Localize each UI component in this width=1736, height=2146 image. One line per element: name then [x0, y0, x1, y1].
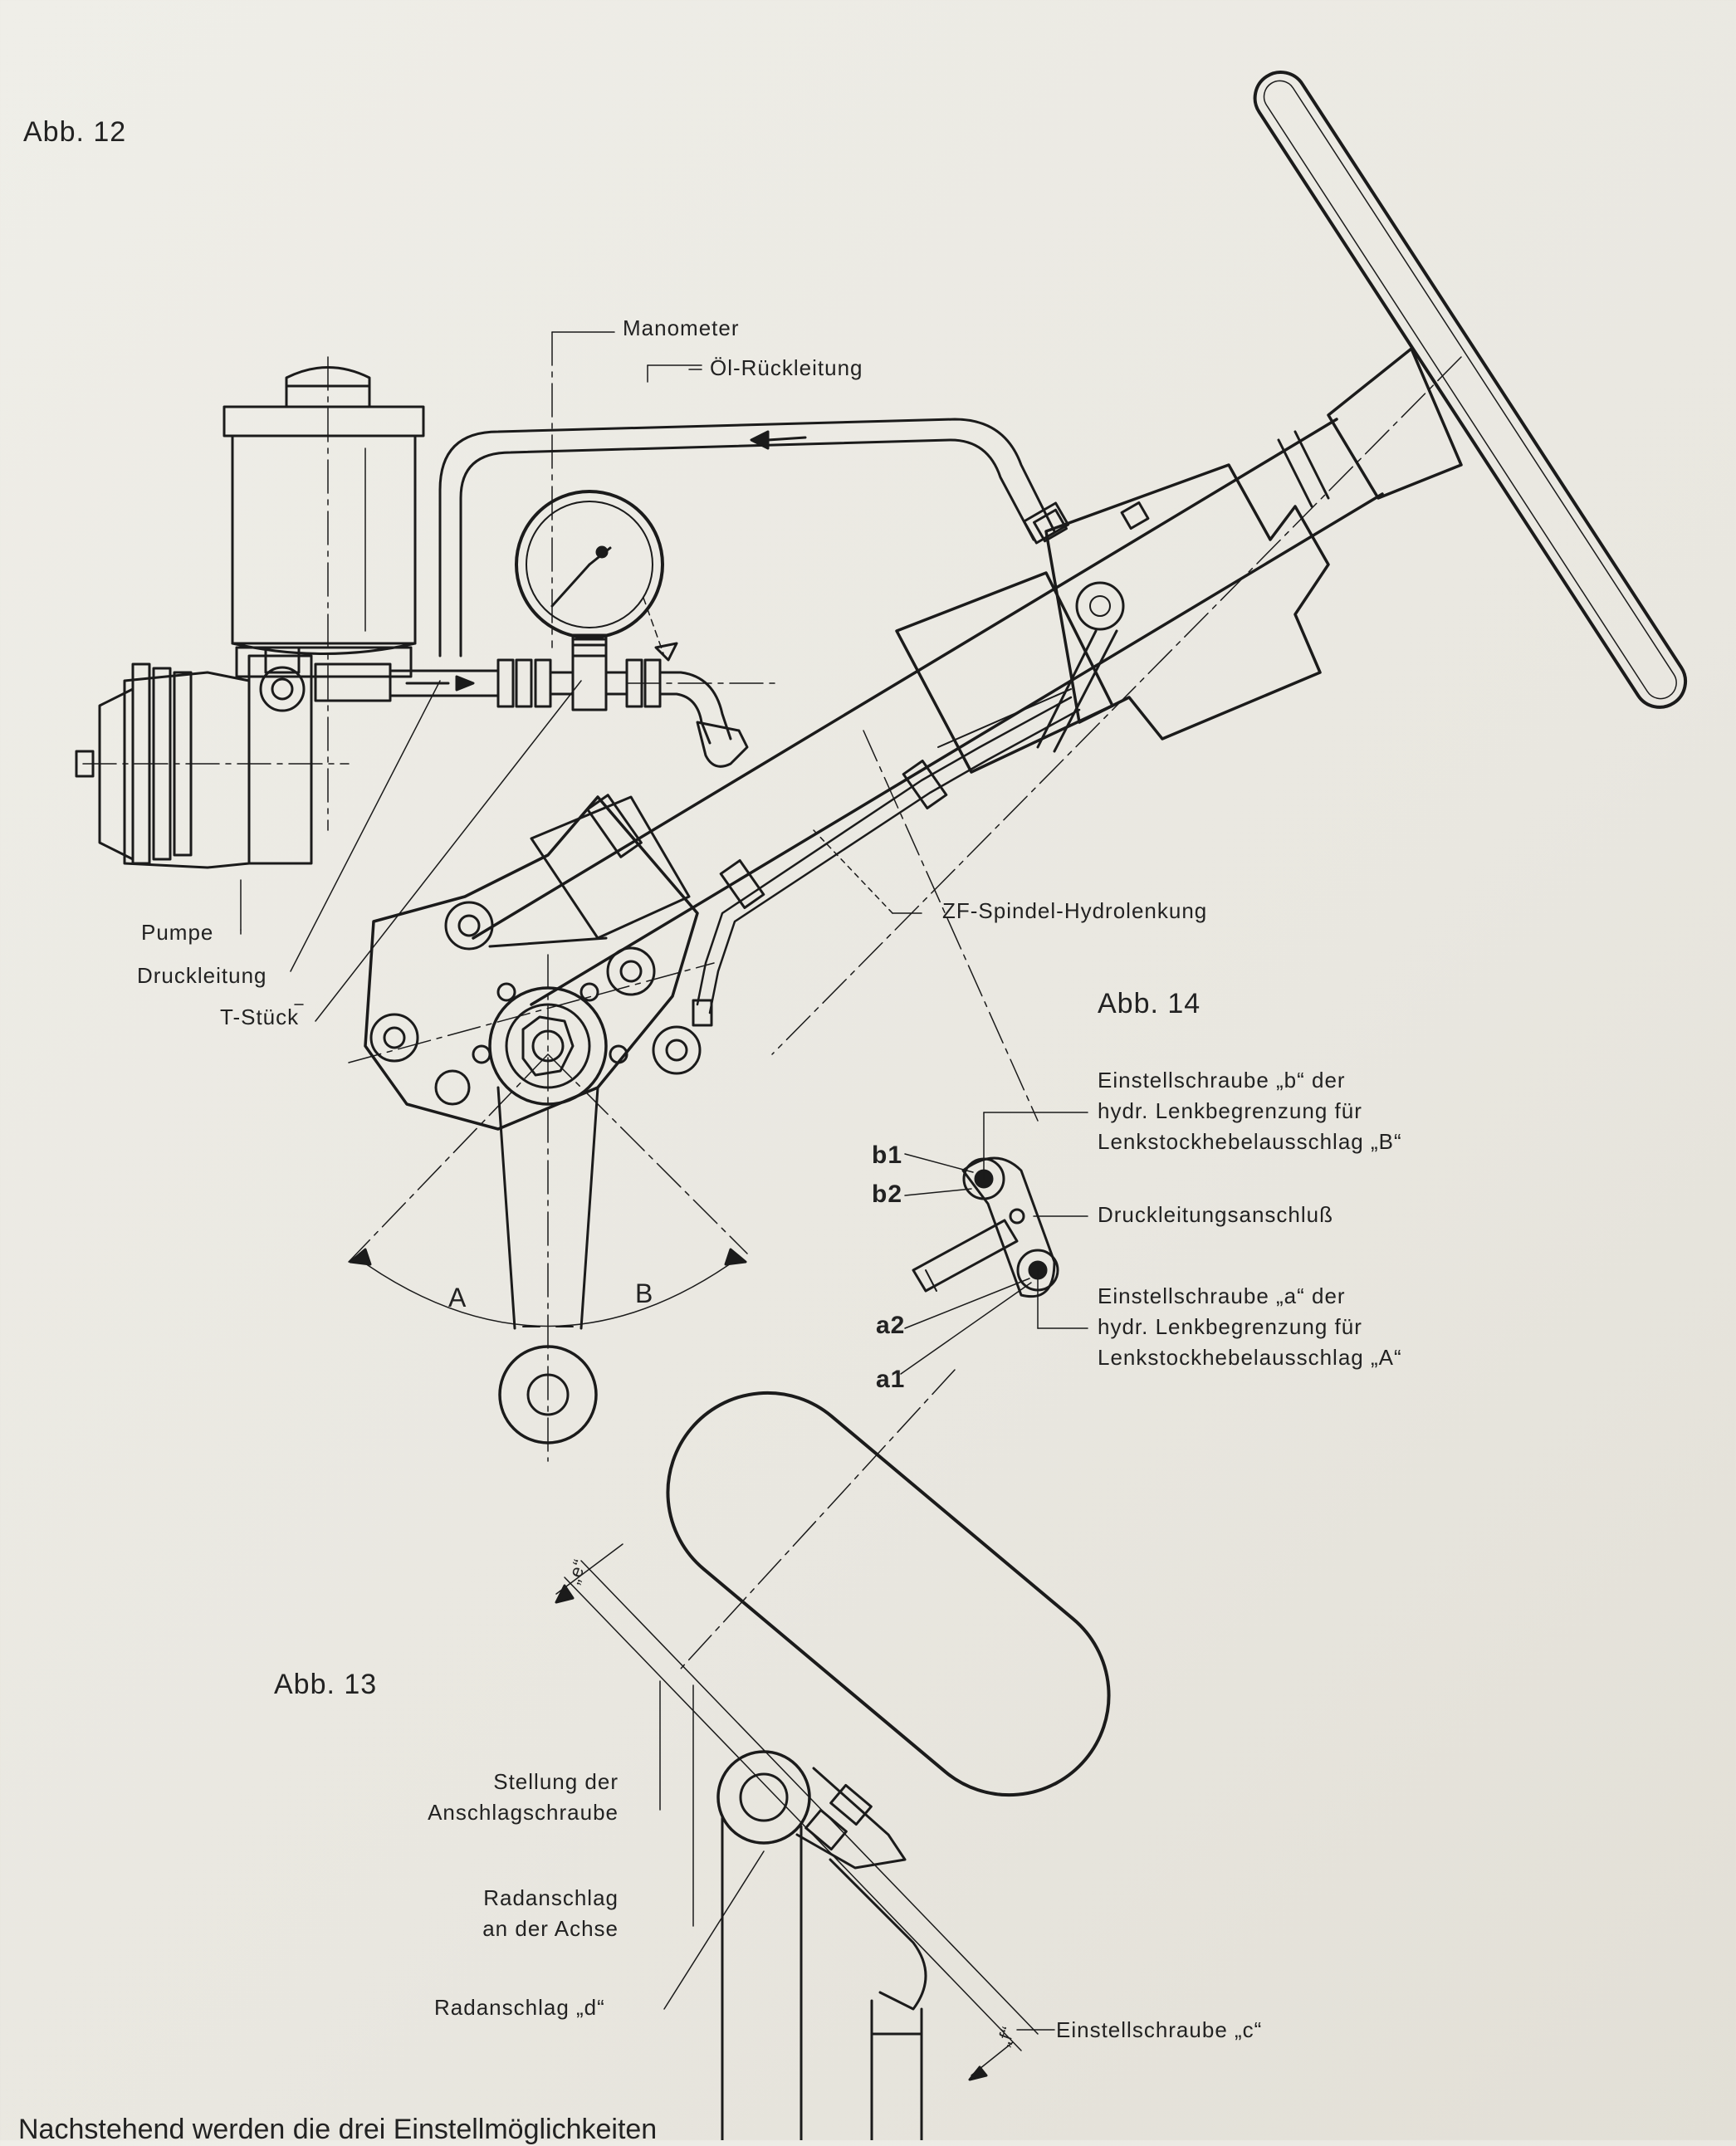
label-t-stueck: T-Stück — [220, 1005, 300, 1029]
valve-housing — [895, 463, 1330, 774]
label-a1: a1 — [876, 1366, 906, 1393]
adjustment-screws — [900, 1112, 1088, 1375]
oil-return-line — [438, 418, 1070, 657]
steering-wheel — [1253, 71, 1688, 709]
label-manometer: Manometer — [623, 315, 740, 340]
label-radanschlag-line-2: an der Achse — [482, 1916, 619, 1941]
label-einstellschraube-c: Einstellschraube „c“ — [1056, 2017, 1263, 2042]
pressure-line — [314, 638, 777, 768]
label-a-line-3: Lenkstockhebelausschlag „A“ — [1098, 1345, 1402, 1370]
label-druckleitung: Druckleitung — [137, 963, 267, 988]
steering-gearbox — [348, 794, 715, 1462]
label-angle-b: B — [635, 1278, 654, 1308]
hydraulic-pipe — [692, 696, 1081, 1027]
label-pumpe: Pumpe — [141, 920, 214, 945]
label-angle-a: A — [448, 1283, 467, 1313]
figure-title-abb12: Abb. 12 — [23, 116, 127, 148]
label-radanschlag-achse: Radanschlag an der Achse — [415, 1883, 619, 1944]
wheel-tyre — [666, 1369, 1111, 1797]
label-b2: b2 — [872, 1181, 903, 1208]
figure-title-abb13: Abb. 13 — [274, 1669, 378, 1700]
label-a2: a2 — [876, 1312, 906, 1339]
steering-knuckle — [555, 1543, 1055, 2140]
figure-title-abb14: Abb. 14 — [1098, 988, 1201, 1019]
label-b-line-3: Lenkstockhebelausschlag „B“ — [1098, 1129, 1402, 1154]
label-a-line-1: Einstellschraube „a“ der — [1098, 1283, 1346, 1308]
label-einstellschraube-a: Einstellschraube „a“ der hydr. Lenkbegre… — [1098, 1281, 1402, 1373]
manometer-gauge — [515, 331, 678, 662]
leader-lines-abb12 — [240, 364, 1039, 1122]
oil-reservoir — [223, 356, 425, 831]
label-zf-spindel: ZF-Spindel-Hydrolenkung — [942, 898, 1208, 923]
label-radanschlag-line-1: Radanschlag — [483, 1885, 619, 1910]
label-b-line-1: Einstellschraube „b“ der — [1098, 1068, 1346, 1093]
label-oel-rueckleitung: Öl-Rückleitung — [710, 355, 863, 380]
label-b-line-2: hydr. Lenkbegrenzung für — [1098, 1098, 1362, 1123]
pitman-arm — [348, 1053, 748, 1445]
label-einstellschraube-b: Einstellschraube „b“ der hydr. Lenkbegre… — [1098, 1065, 1402, 1157]
label-stellung-line-2: Anschlagschraube — [428, 1800, 619, 1825]
label-a-line-2: hydr. Lenkbegrenzung für — [1098, 1314, 1362, 1339]
label-druckleitungsanschluss: Druckleitungsanschluß — [1098, 1202, 1334, 1227]
label-stellung-anschlagschraube: Stellung der Anschlagschraube — [415, 1767, 619, 1828]
label-stellung-line-1: Stellung der — [493, 1769, 619, 1794]
pump — [75, 646, 350, 931]
label-b1: b1 — [872, 1141, 903, 1169]
label-radanschlag-d: Radanschlag „d“ — [434, 1995, 605, 2020]
footer-text: Nachstehend werden die drei Einstellmögl… — [18, 2114, 658, 2145]
